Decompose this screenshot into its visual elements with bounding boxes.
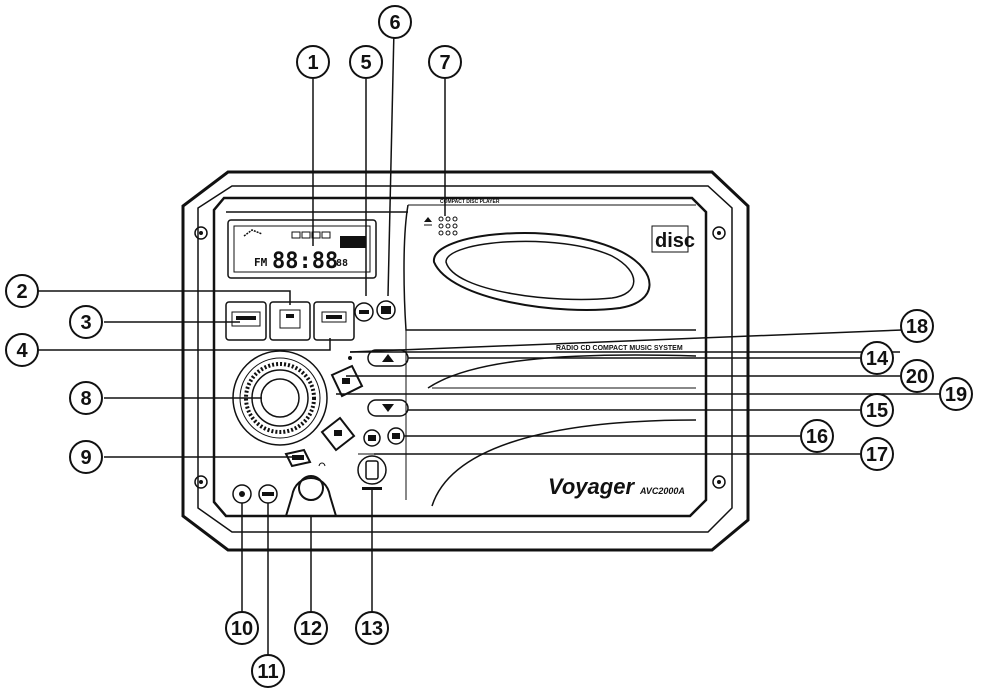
callout-11: 11 <box>251 654 285 688</box>
callout-3: 3 <box>69 305 103 339</box>
callout-19: 19 <box>939 377 973 411</box>
mode-button[interactable] <box>225 301 267 341</box>
cd-slot[interactable] <box>432 232 651 311</box>
svg-text:10: 10 <box>231 618 253 640</box>
svg-text:20: 20 <box>906 366 928 388</box>
system-label: RADIO CD COMPACT MUSIC SYSTEM <box>556 345 683 352</box>
callout-7: 7 <box>428 45 462 79</box>
lcd-digits: 88:88 <box>272 249 338 274</box>
svg-text:12: 12 <box>300 618 322 640</box>
aux-button[interactable] <box>313 301 355 341</box>
model-label: AVC2000A <box>639 486 685 496</box>
indicator-dot <box>348 356 352 360</box>
callout-2: 2 <box>5 274 39 308</box>
callout-18: 18 <box>900 309 934 343</box>
svg-text:1: 1 <box>307 52 318 74</box>
callout-20: 20 <box>900 359 934 393</box>
svg-text:11: 11 <box>257 661 278 683</box>
eject-indicator <box>424 216 458 236</box>
svg-text:4: 4 <box>16 340 28 362</box>
screw-bottom-right <box>712 475 726 489</box>
svg-text:6: 6 <box>389 12 400 34</box>
disc-logo: disc <box>651 225 695 253</box>
callout-14: 14 <box>860 341 894 375</box>
callout-4: 4 <box>5 333 39 367</box>
callout-6: 6 <box>378 5 412 39</box>
svg-text:17: 17 <box>866 444 888 466</box>
lcd-suffix: 88 <box>336 258 348 269</box>
headphone-jack[interactable] <box>285 462 337 517</box>
outer-housing <box>181 170 750 552</box>
power-button[interactable] <box>284 448 312 468</box>
lcd-display: FM 88:88 88 <box>227 219 377 279</box>
callout-16: 16 <box>800 419 834 453</box>
inner-bezel <box>197 185 733 533</box>
svg-text:disc: disc <box>655 230 695 252</box>
screw-top-right <box>712 226 726 240</box>
svg-text:15: 15 <box>866 400 888 422</box>
screw-bottom-left <box>194 475 208 489</box>
svg-text:7: 7 <box>439 52 450 74</box>
screw-top-left <box>194 226 208 240</box>
face-plate <box>212 196 708 518</box>
play-pause-button[interactable] <box>330 364 364 398</box>
svg-text:5: 5 <box>360 52 371 74</box>
stop-button[interactable] <box>320 416 356 452</box>
svg-text:14: 14 <box>866 348 889 370</box>
lcd-band: FM <box>254 256 268 269</box>
callout-12: 12 <box>294 611 328 645</box>
svg-text:18: 18 <box>906 316 928 338</box>
callout-5: 5 <box>349 45 383 79</box>
set-button[interactable] <box>354 302 374 322</box>
svg-text:19: 19 <box>945 384 967 406</box>
top-label: COMPACT DISC PLAYER <box>440 199 500 205</box>
memory-button[interactable] <box>363 429 381 447</box>
svg-text:9: 9 <box>80 447 91 469</box>
down-button[interactable] <box>367 399 409 417</box>
callout-8: 8 <box>69 381 103 415</box>
leader-lines <box>38 28 940 656</box>
callout-15: 15 <box>860 393 894 427</box>
callout-9: 9 <box>69 440 103 474</box>
svg-text:8: 8 <box>80 388 91 410</box>
brand-logo: Voyager <box>548 474 635 499</box>
svg-text:3: 3 <box>80 312 91 334</box>
alarm-button[interactable] <box>376 300 396 320</box>
svg-text:13: 13 <box>361 618 383 640</box>
callout-1: 1 <box>296 45 330 79</box>
svg-text:2: 2 <box>16 281 27 303</box>
svg-text:16: 16 <box>806 426 828 448</box>
callout-10: 10 <box>225 611 259 645</box>
callout-13: 13 <box>355 611 389 645</box>
callout-17: 17 <box>860 437 894 471</box>
